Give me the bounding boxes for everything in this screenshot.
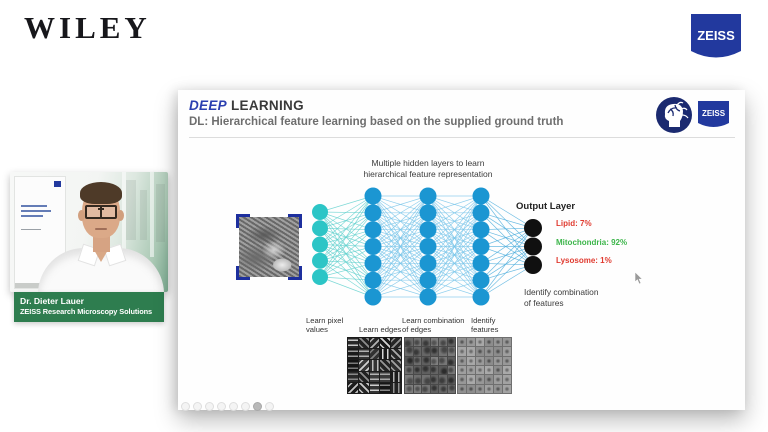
toolbar-button[interactable]	[241, 402, 250, 411]
feature-grid-features	[457, 337, 512, 394]
identify-caption: Identify combination of features	[524, 287, 599, 308]
presentation-toolbar	[181, 402, 274, 411]
svg-text:ZEISS: ZEISS	[697, 28, 735, 43]
network-node	[419, 254, 437, 272]
network-node	[364, 288, 382, 306]
skyline	[126, 180, 136, 240]
skyline	[156, 184, 165, 242]
input-em-image	[236, 214, 302, 280]
skyline	[140, 190, 147, 240]
output-class-label: Lysosome: 1%	[556, 256, 612, 265]
slide-title-learning: LEARNING	[230, 98, 304, 113]
top-banner: WILEY ZEISS	[0, 0, 768, 70]
network-node	[524, 219, 542, 237]
network-node	[524, 237, 542, 256]
output-class-label: Lipid: 7%	[556, 219, 592, 228]
network-node	[472, 254, 490, 272]
network-node	[472, 271, 490, 289]
network-node	[419, 187, 437, 205]
wiley-logo: WILEY	[24, 10, 151, 45]
stage-label: Learn edges	[359, 325, 402, 334]
network-node	[312, 269, 328, 285]
hidden-layers-caption: Multiple hidden layers to learn hierarch…	[363, 158, 493, 179]
window-frame	[150, 172, 154, 257]
network-node	[312, 204, 328, 220]
network-node	[524, 256, 542, 274]
toolbar-button[interactable]	[217, 402, 226, 411]
zeiss-logo-icon: ZEISS	[691, 14, 741, 58]
output-class-label: Mitochondria: 92%	[556, 238, 628, 247]
feature-grid-combo	[404, 337, 456, 394]
network-node	[472, 204, 490, 222]
slide-title-deep: DEEP	[189, 98, 227, 113]
presenter-video[interactable]	[10, 172, 168, 292]
header-divider	[189, 137, 735, 138]
deep-learning-brain-icon	[656, 97, 692, 133]
network-node	[419, 271, 437, 289]
presenter-person	[10, 172, 168, 292]
network-node	[472, 288, 490, 306]
network-node	[472, 238, 490, 255]
toolbar-button[interactable]	[181, 402, 190, 411]
network-node	[419, 238, 437, 255]
network-node	[364, 221, 382, 239]
network-node	[364, 271, 382, 289]
network-node	[364, 204, 382, 222]
glasses	[85, 205, 117, 219]
network-node	[419, 204, 437, 222]
network-node	[312, 252, 328, 269]
network-node	[472, 187, 490, 205]
mouse-cursor-icon	[634, 272, 644, 285]
network-node	[312, 236, 328, 253]
toolbar-button[interactable]	[193, 402, 202, 411]
output-layer-label: Output Layer	[516, 201, 576, 212]
svg-text:ZEISS: ZEISS	[702, 109, 726, 118]
toolbar-button[interactable]	[229, 402, 238, 411]
window-frame	[122, 172, 126, 257]
feature-grid-edges	[347, 337, 402, 394]
network-node	[364, 238, 382, 255]
toolbar-button[interactable]	[205, 402, 214, 411]
network-node	[312, 220, 328, 237]
network-node	[364, 187, 382, 205]
network-node	[419, 221, 437, 239]
presenter-lower-third: Dr. Dieter Lauer ZEISS Research Microsco…	[14, 292, 164, 322]
neural-network-diagram	[312, 187, 542, 306]
network-node	[364, 254, 382, 272]
presenter-affiliation: ZEISS Research Microscopy Solutions	[20, 307, 153, 316]
slide-subtitle: DL: Hierarchical feature learning based …	[189, 116, 564, 128]
toolbar-button[interactable]	[265, 402, 274, 411]
toolbar-button[interactable]	[253, 402, 262, 411]
network-node	[419, 288, 437, 306]
poster-zeiss-mark	[54, 181, 61, 187]
zeiss-slide-logo-icon: ZEISS	[698, 101, 729, 127]
network-node	[472, 221, 490, 239]
presenter-name: Dr. Dieter Lauer	[20, 296, 84, 306]
